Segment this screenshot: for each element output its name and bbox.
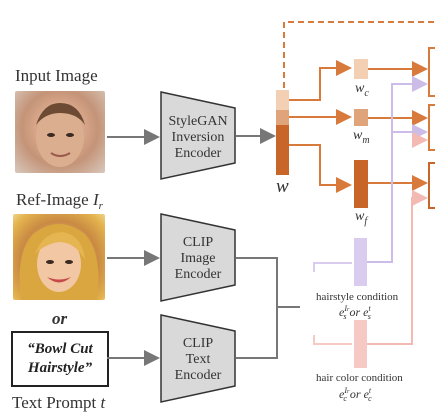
wc-label: wc	[355, 81, 369, 99]
stylegan-encoder-shape	[160, 91, 236, 180]
or-label: or	[52, 309, 68, 328]
ref-face-photo	[13, 214, 105, 300]
wc-block	[354, 59, 368, 79]
hairstyle-feature	[354, 238, 367, 286]
haircolor-in	[313, 335, 352, 345]
branch-wf	[289, 144, 352, 193]
hairstyle-condition-label: hairstyle condition	[316, 291, 399, 303]
ref-image-label: Ref-Image Ir	[16, 190, 103, 213]
input-face-photo	[15, 91, 105, 173]
man-face-icon	[36, 103, 85, 167]
clip-text-out	[236, 307, 278, 359]
w-latent-top	[276, 90, 289, 110]
dashed-skip-connection	[283, 21, 435, 88]
wf-block	[354, 160, 368, 208]
haircolor-condition-formula: eIrc or etc	[339, 386, 372, 404]
haircolor-condition-label: hair color condition	[316, 372, 403, 384]
text-prompt-value: “Bowl Cut Hairstyle”	[27, 341, 93, 376]
w-label: w	[276, 176, 289, 197]
stylegan-encoder-label: StyleGAN Inversion Encoder	[168, 114, 228, 161]
hairstyle-in	[313, 262, 352, 272]
text-prompt-box: “Bowl Cut Hairstyle”	[11, 331, 109, 387]
wm-block	[354, 109, 368, 126]
haircolor-feature	[354, 320, 367, 368]
clip-text-encoder-label: CLIP Text Encoder	[174, 336, 222, 383]
wm-label: wm	[353, 128, 370, 146]
clip-text-encoder-shape	[160, 314, 236, 403]
clip-image-out	[236, 257, 278, 307]
clip-image-encoder-label: CLIP Image Encoder	[174, 235, 222, 282]
branch-wc	[289, 60, 352, 101]
output-box-3	[428, 162, 435, 209]
clip-image-encoder-shape	[160, 213, 236, 302]
woman-face-icon	[19, 224, 99, 300]
w-latent-bottom	[276, 125, 289, 175]
haircolor-route	[367, 190, 428, 345]
text-prompt-label: Text Prompt t	[12, 393, 106, 412]
hairstyle-condition-formula: eIrs or ets	[339, 304, 371, 322]
hairstyle-route	[367, 76, 428, 263]
output-box-1	[428, 47, 435, 97]
w-latent-mid	[276, 110, 289, 125]
wf-label: wf	[355, 209, 368, 227]
input-image-label: Input Image	[15, 66, 98, 85]
output-box-2	[428, 104, 435, 151]
